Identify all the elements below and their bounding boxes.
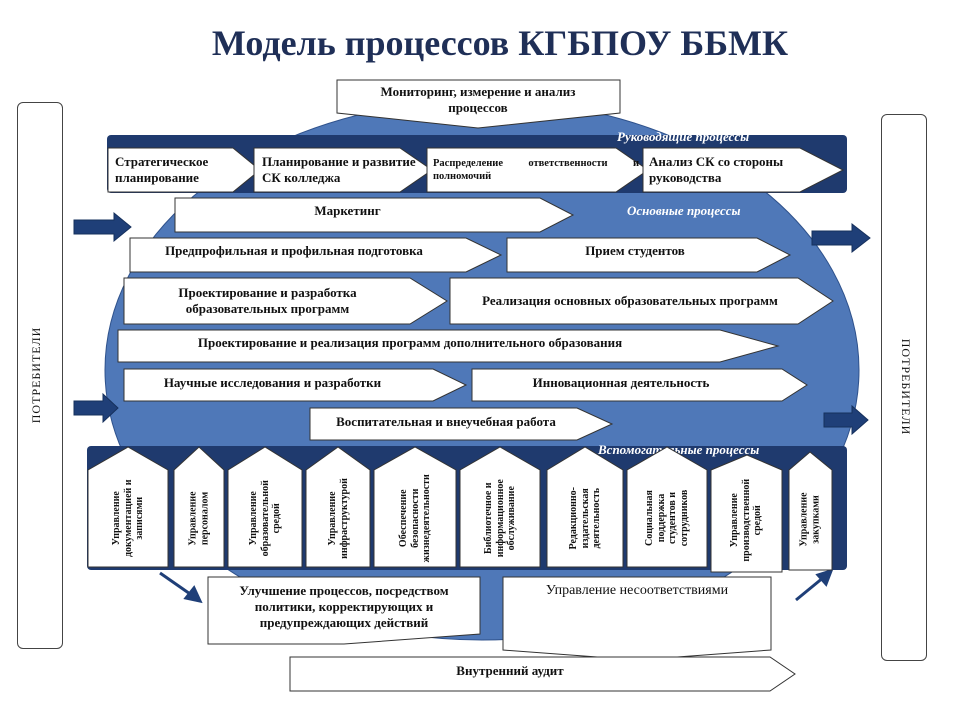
page-title: Модель процессов КГБПОУ ББМК xyxy=(211,23,789,63)
core-preprofile-shape xyxy=(129,237,503,273)
core-additional-shape xyxy=(117,329,780,363)
support-shape-10 xyxy=(788,451,833,571)
arrow-from-nonconformity xyxy=(795,575,825,602)
core-processes-label: Основные процессы xyxy=(627,203,741,218)
audit-label: Внутренний аудит xyxy=(456,662,564,678)
support-band-label: Вспомогательные процессы xyxy=(598,442,760,457)
nonconformity-label: Управление несоответствиями xyxy=(545,583,729,599)
consumers-left-panel xyxy=(17,102,63,649)
support-shape-6 xyxy=(459,446,541,568)
core-design-programs: Проектирование и разработка образователь… xyxy=(178,284,357,316)
core-design-shape xyxy=(123,277,448,325)
support-shape-3 xyxy=(227,446,303,568)
support-shape-8 xyxy=(626,446,708,568)
core-research: Научные исследования и разработки xyxy=(163,374,382,390)
improvement-label: Улучшение процессов, посредством политик… xyxy=(239,582,449,631)
core-innovation-shape xyxy=(471,368,808,402)
arrow-in-bottom xyxy=(73,392,119,424)
core-marketing-shape xyxy=(174,197,575,233)
core-preprofile: Предпрофильная и профильная подготовка xyxy=(165,242,423,258)
improvement-shape xyxy=(207,576,481,645)
mgmt-chevron-4 xyxy=(642,147,845,193)
mgmt-chevron-1 xyxy=(107,147,261,193)
mgmt-item-3: Распределение ответственности и полномоч… xyxy=(433,157,639,182)
support-shape-4 xyxy=(305,446,371,568)
core-research-shape xyxy=(123,368,468,402)
core-implementation: Реализация основных образовательных прог… xyxy=(482,292,778,308)
arrow-to-improvement xyxy=(159,571,194,598)
core-innovation: Инновационная деятельность xyxy=(532,374,710,390)
mgmt-chevron-3 xyxy=(426,147,649,193)
management-band-label: Руководящие процессы xyxy=(617,129,750,144)
support-shape-7 xyxy=(546,446,624,568)
support-shape-9 xyxy=(710,454,783,573)
arrow-out-bottom xyxy=(823,404,869,436)
core-upbringing-shape xyxy=(309,407,614,441)
core-implementation-shape xyxy=(449,277,834,325)
mgmt-item-4: Анализ СК со стороны руководства xyxy=(649,153,784,185)
mgmt-item-1: Стратегическое планирование xyxy=(115,153,209,185)
core-admission: Прием студентов xyxy=(585,242,685,258)
mgmt-item-2: Планирование и развитие СК колледжа xyxy=(262,153,416,185)
consumers-right-panel xyxy=(881,114,927,661)
core-additional-edu: Проектирование и реализация программ доп… xyxy=(197,334,623,350)
core-admission-shape xyxy=(506,237,792,273)
support-shape-2 xyxy=(173,446,225,568)
core-upbringing: Воспитательная и внеучебная работа xyxy=(336,413,556,429)
audit-shape xyxy=(289,656,796,692)
core-marketing: Маркетинг xyxy=(314,202,381,218)
monitoring-label: Мониторинг, измерение и анализ процессов xyxy=(380,83,576,115)
mgmt-chevron-2 xyxy=(253,147,433,193)
arrow-out-top xyxy=(811,222,871,254)
support-shape-5 xyxy=(373,446,457,568)
arrow-in-top xyxy=(73,211,132,243)
nonconformity-shape xyxy=(502,576,772,661)
support-shape-1 xyxy=(87,446,169,568)
